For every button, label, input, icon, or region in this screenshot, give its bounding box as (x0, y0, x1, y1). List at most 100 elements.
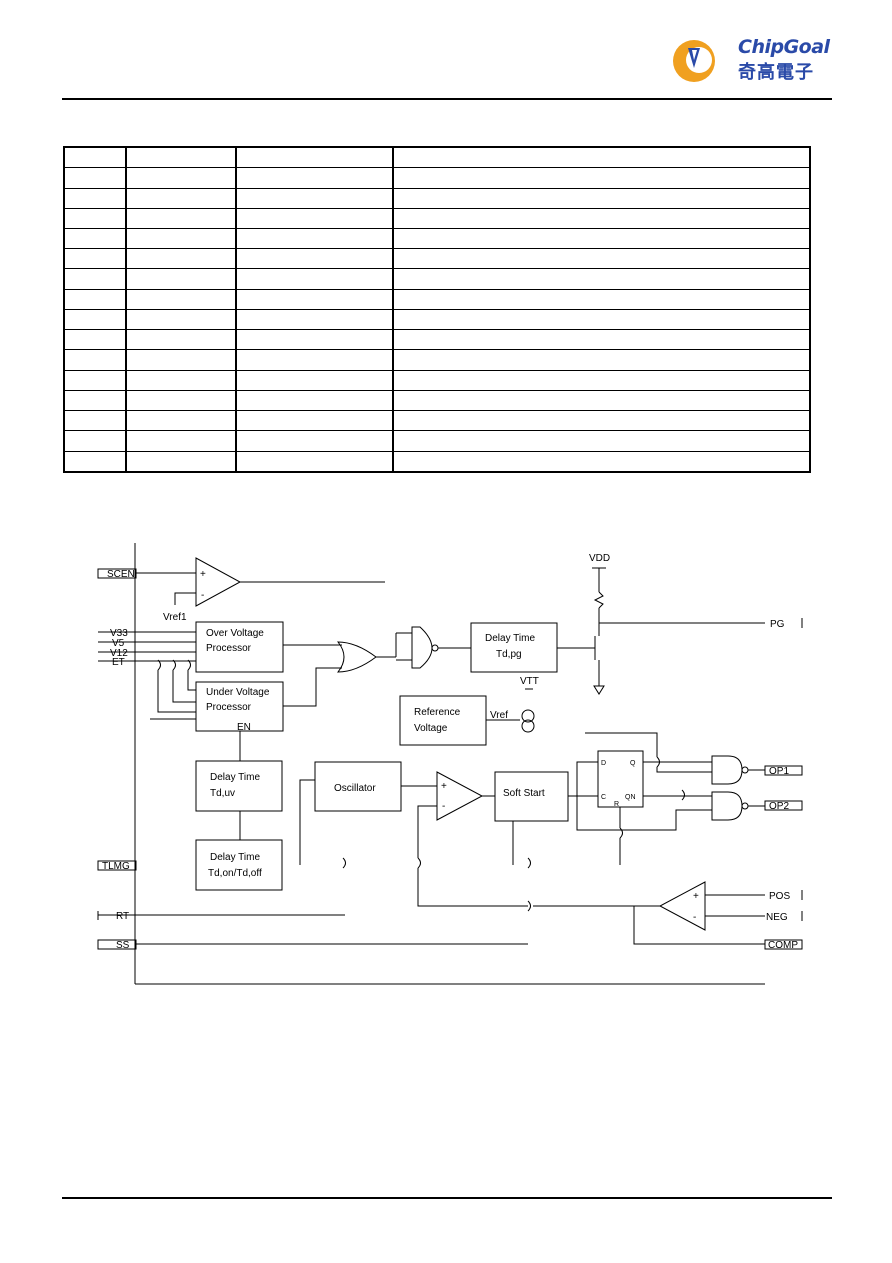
uvp-line1: Under Voltage (206, 687, 270, 698)
footer-rule (62, 1197, 832, 1199)
ff-c: C (601, 794, 606, 801)
dly-on-line2: Td,on/Td,off (208, 868, 262, 879)
label-en: EN (237, 722, 251, 733)
table-cell (125, 389, 237, 412)
ff-d: D (601, 760, 606, 767)
table-cell (63, 308, 127, 331)
table-cell (125, 410, 237, 432)
table-cell (63, 248, 127, 270)
table-row (63, 227, 811, 250)
table-cell (125, 308, 237, 331)
table-cell (125, 450, 237, 473)
ff-r: R (614, 801, 619, 808)
table-cell (235, 187, 394, 209)
table-cell (63, 389, 127, 412)
pin-et-label: ET (112, 657, 125, 668)
vref-source-top (521, 709, 535, 723)
table-cell (235, 329, 394, 351)
table-cell (392, 329, 811, 351)
table-row (63, 207, 811, 230)
table-cell (63, 268, 127, 290)
osc-label: Oscillator (334, 783, 376, 794)
ss-label: Soft Start (503, 788, 545, 799)
table-cell (392, 349, 811, 371)
table-cell (392, 450, 811, 473)
table-cell (63, 288, 127, 310)
pwm-comparator (436, 771, 484, 821)
table-cell (125, 268, 237, 290)
table-cell (63, 369, 127, 391)
table-row (63, 349, 811, 371)
table-row (63, 369, 811, 391)
table-row (63, 268, 811, 290)
pwm-comp-plus: + (441, 781, 447, 792)
table-cell (63, 349, 127, 371)
ovp-line2: Processor (206, 643, 252, 654)
table-cell (63, 430, 127, 452)
table-cell (235, 146, 394, 169)
table-cell (235, 167, 394, 189)
table-cell (235, 288, 394, 310)
logo-mark-icon (673, 40, 715, 82)
table-row (63, 248, 811, 270)
table-cell (235, 227, 394, 250)
table-cell (125, 329, 237, 351)
table-row (63, 288, 811, 310)
pin-op2 (764, 800, 803, 811)
table-cell (125, 288, 237, 310)
or-gate (336, 641, 377, 673)
logo-text-chinese: 奇高電子 (738, 62, 814, 83)
pin-pg-label: PG (770, 619, 785, 630)
table-cell (392, 430, 811, 452)
table-cell (235, 450, 394, 473)
table-row (63, 410, 811, 432)
pin-neg-label: NEG (766, 912, 788, 923)
table-cell (235, 369, 394, 391)
table-row (63, 430, 811, 452)
table-cell (235, 268, 394, 290)
logo-text-english: ChipGoal (738, 36, 830, 58)
table-cell (392, 268, 811, 290)
table-cell (235, 248, 394, 270)
table-cell (63, 227, 127, 250)
nand-gate-op1 (711, 755, 743, 785)
table-cell (235, 430, 394, 452)
ea-plus: + (693, 891, 699, 902)
ea-minus: - (693, 912, 696, 923)
table-cell (392, 389, 811, 412)
table-cell (125, 167, 237, 189)
table-cell (125, 207, 237, 230)
table-cell (235, 410, 394, 432)
table-row (63, 187, 811, 209)
vref-source-bottom (521, 719, 535, 733)
ref-line2: Voltage (414, 723, 448, 734)
dly-on-line1: Delay Time (210, 852, 260, 863)
table-cell (392, 187, 811, 209)
block-over-voltage (195, 621, 284, 673)
pin-pos-label: POS (769, 891, 790, 902)
pin-scen-label: SCEN (107, 569, 135, 580)
dly-pg-line2: Td,pg (496, 649, 522, 660)
pin-comp (764, 939, 803, 950)
dly-uv-line1: Delay Time (210, 772, 260, 783)
table-cell (125, 430, 237, 452)
table-cell (235, 349, 394, 371)
table-cell (125, 146, 237, 169)
scen-comp-minus: - (201, 590, 204, 601)
label-vref1: Vref1 (163, 612, 187, 623)
label-vtt: VTT (520, 676, 539, 687)
pin-ss-label: SS (116, 940, 130, 951)
block-delay-uv (195, 760, 283, 812)
pin-op1 (764, 765, 803, 776)
table-cell (392, 248, 811, 270)
pin-v33-label: V33 (110, 628, 128, 639)
table-cell (63, 450, 127, 473)
table-cell (63, 329, 127, 351)
table-cell (63, 207, 127, 230)
error-amplifier (658, 881, 706, 931)
table-row (63, 329, 811, 351)
table-cell (392, 207, 811, 230)
table-row (63, 389, 811, 412)
table-cell (235, 389, 394, 412)
pwm-comp-minus: - (442, 801, 445, 812)
